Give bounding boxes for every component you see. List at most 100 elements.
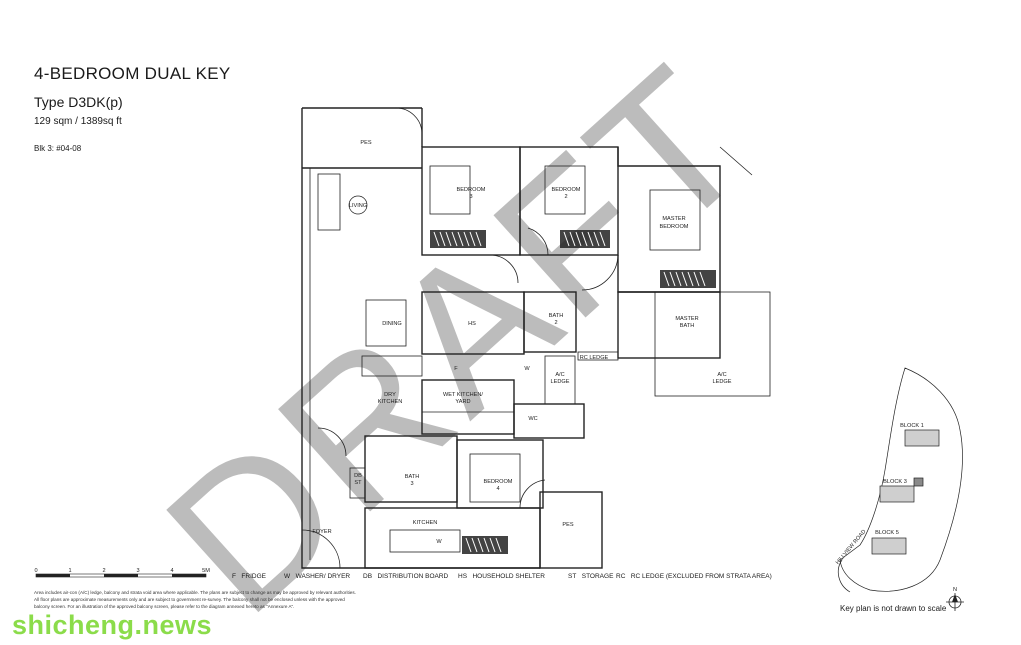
door-bedroom-4 — [519, 479, 546, 509]
label-ac-ledge-right-2: LEDGE — [713, 379, 732, 385]
legend-db: DB DISTRIBUTION BOARD — [363, 573, 448, 580]
pes-bottom — [539, 491, 603, 569]
label-bedroom-4: BEDROOM — [484, 479, 513, 485]
label-bath-3-num: 3 — [410, 481, 413, 487]
room-bedroom-2 — [519, 146, 619, 256]
bed-bedroom-3 — [429, 165, 471, 215]
label-bedroom-3: BEDROOM — [457, 187, 486, 193]
label-wet-kitchen: WET KITCHEN/ — [443, 392, 483, 398]
label-rc-ledge: RC LEDGE — [580, 355, 609, 361]
legend-label-hs: HOUSEHOLD SHELTER — [472, 573, 545, 580]
label-kitchen: KITCHEN — [413, 520, 438, 526]
key-plan-block-1: BLOCK 1 — [900, 423, 924, 429]
north-arrow-icon — [946, 593, 964, 611]
label-dry-kitchen: DRY — [384, 392, 396, 398]
label-living: LIVING — [349, 203, 367, 209]
legend-st: ST STORAGE — [568, 573, 613, 580]
key-plan-road: HILLVIEW ROAD — [835, 529, 868, 566]
label-bath-2: BATH — [549, 313, 564, 319]
legend-fridge: F FRIDGE — [232, 573, 266, 580]
key-plan-block-5: BLOCK 5 — [875, 530, 899, 536]
label-pes-bottom: PES — [562, 522, 573, 528]
note-line-2: All floor plans are approximate measurem… — [34, 597, 345, 602]
bed-master — [649, 189, 701, 251]
legend-code-st: ST — [568, 573, 577, 580]
label-wet-kitchen-2: YARD — [455, 399, 470, 405]
door-entrance — [301, 529, 341, 569]
key-plan-note: Key plan is not drawn to scale — [840, 604, 947, 613]
room-wc — [513, 403, 585, 439]
legend-code-w: W — [284, 573, 291, 580]
kitchen-counter — [389, 529, 461, 553]
legend-code-rc: RC — [616, 573, 626, 580]
ac-ledge-right — [654, 291, 771, 397]
north-label: N — [953, 587, 957, 593]
label-dining: DINING — [382, 321, 402, 327]
plan-title: 4-BEDROOM DUAL KEY — [34, 64, 231, 83]
legend-code-db: DB — [363, 573, 373, 580]
label-master-bath-2: BATH — [680, 323, 695, 329]
scale-tick-4: 4 — [170, 568, 173, 574]
legend-label-rc: RC LEDGE (EXCLUDED FROM STRATA AREA) — [630, 573, 772, 580]
room-bath-2 — [523, 291, 577, 353]
living-marker — [348, 195, 368, 215]
site-watermark: shicheng.news — [12, 610, 213, 640]
door-bedroom-2 — [527, 227, 549, 256]
door-master — [581, 254, 619, 291]
bed-bedroom-4 — [469, 453, 521, 503]
legend-label-fridge: FRIDGE — [241, 573, 266, 580]
label-bath-2-num: 2 — [554, 320, 557, 326]
label-bedroom-2: BEDROOM — [552, 187, 581, 193]
legend-washer: W WASHER/ DRYER — [284, 573, 350, 580]
label-bedroom-4-num: 4 — [496, 486, 499, 492]
label-db: DB — [354, 473, 362, 479]
door-foyer — [317, 427, 347, 457]
label-dry-kitchen-2: KITCHEN — [378, 399, 403, 405]
legend-code-hs: HS — [458, 573, 468, 580]
room-master-bedroom — [617, 147, 721, 293]
label-washer-kitchen: W — [436, 539, 442, 545]
key-plan-block-3: BLOCK 3 — [883, 479, 907, 485]
legend-label-washer: WASHER/ DRYER — [295, 573, 351, 580]
label-st: ST — [354, 480, 362, 486]
dining-table — [365, 299, 407, 347]
legend-label-st: STORAGE — [581, 573, 614, 580]
label-hs: HS — [468, 321, 476, 327]
note-line-3: balcony screen. For an illustration of t… — [34, 604, 295, 609]
unit-type: Type D3DK(p) — [34, 94, 123, 110]
label-wc: WC — [528, 416, 537, 422]
legend-rc: RC RC LEDGE (EXCLUDED FROM STRATA AREA) — [616, 573, 772, 580]
scale-tick-3: 3 — [136, 568, 139, 574]
label-ac-ledge-2: LEDGE — [551, 379, 570, 385]
label-foyer: FOYER — [312, 529, 331, 535]
unit-area: 129 sqm / 1389sq ft — [34, 116, 122, 127]
db-st — [349, 467, 366, 499]
note-line-1: Area includes air-con (A/C) ledge, balco… — [34, 590, 356, 595]
legend-hs: HS HOUSEHOLD SHELTER — [458, 573, 545, 580]
label-ac-ledge: A/C — [555, 372, 564, 378]
sofa — [317, 173, 341, 231]
label-master-bedroom: BEDROOM — [660, 224, 689, 230]
legend-code-f: F — [232, 573, 236, 580]
label-master: MASTER — [662, 216, 685, 222]
scale-tick-2: 2 — [102, 568, 105, 574]
bed-bedroom-2 — [544, 165, 586, 215]
dry-kitchen-counter — [361, 355, 423, 377]
rc-ledge — [577, 351, 619, 361]
plan-notes: Area includes air-con (A/C) ledge, balco… — [34, 589, 414, 610]
key-plan — [837, 367, 963, 593]
block-unit: Blk 3: #04-08 — [34, 144, 82, 153]
label-pes-top: PES — [360, 140, 371, 146]
legend-label-db: DISTRIBUTION BOARD — [377, 573, 449, 580]
label-bath-3: BATH — [405, 474, 420, 480]
label-fridge: F — [454, 366, 458, 372]
label-washer: W — [524, 366, 530, 372]
door-bedroom-3 — [489, 254, 519, 284]
scale-tick-5: 5M — [202, 568, 210, 574]
label-bedroom-2-num: 2 — [564, 194, 567, 200]
door-pes-top — [394, 107, 423, 135]
label-ac-ledge-right: A/C — [717, 372, 726, 378]
scale-bar — [35, 573, 207, 578]
label-bedroom-3-num: 3 — [469, 194, 472, 200]
